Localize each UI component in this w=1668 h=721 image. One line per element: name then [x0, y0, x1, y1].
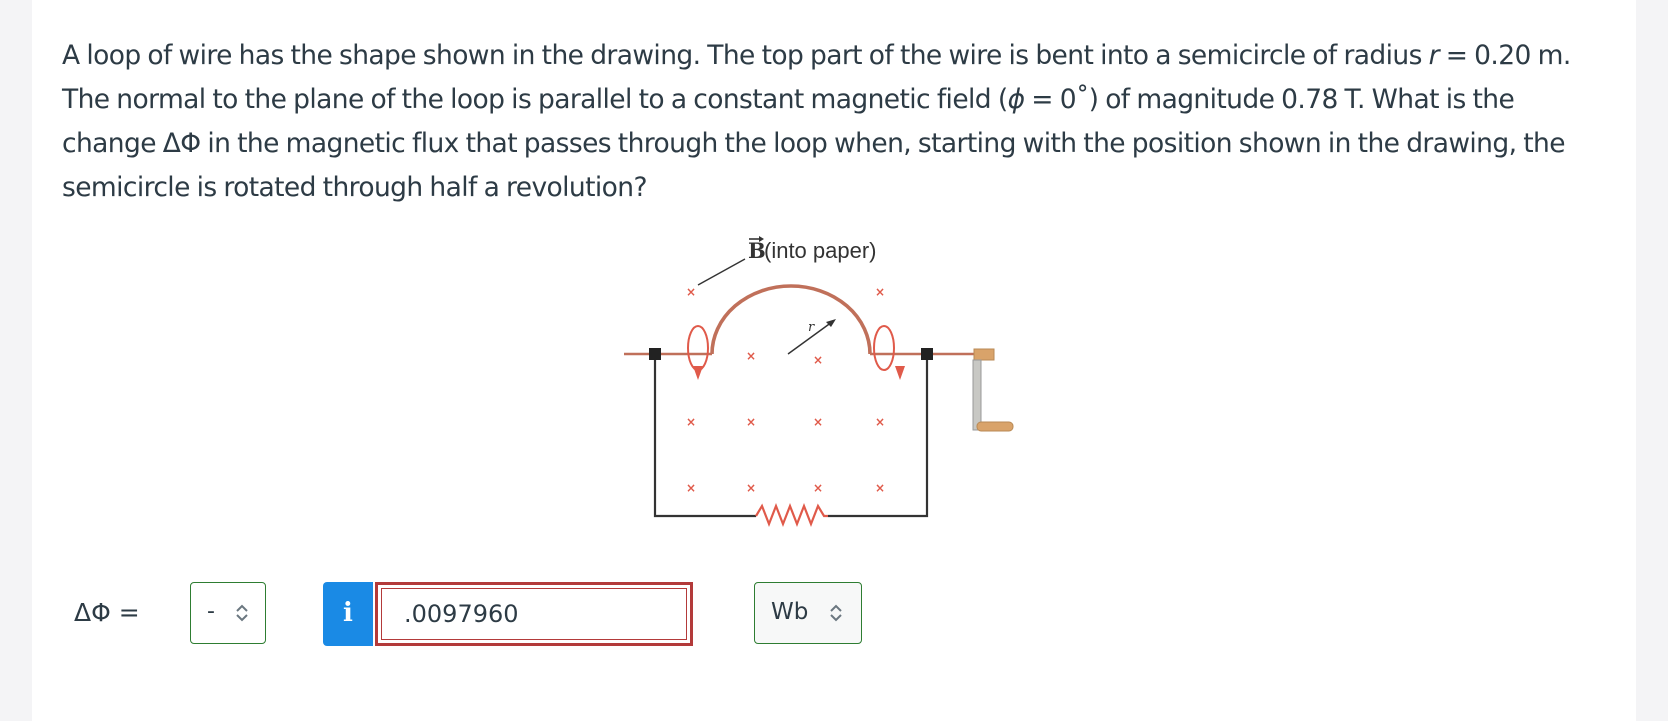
phi-symbol: ϕ [1007, 84, 1025, 115]
chevron-up-down-icon [830, 604, 842, 622]
rotation-arrow-right-icon [873, 325, 895, 371]
loop-diagram-figure: B (into paper) r × × [624, 236, 1014, 528]
field-x-marker: × [813, 415, 823, 429]
crank-arm-icon [972, 359, 982, 431]
question-text-part-3: = 0˚) of magnitude 0.78 T. What is the c… [62, 84, 1566, 203]
delta-phi-label: ΔΦ = [74, 598, 140, 627]
radius-arrow [787, 321, 833, 355]
question-text: A loop of wire has the shape shown in th… [62, 34, 1592, 210]
field-x-marker: × [813, 353, 823, 367]
field-x-marker: × [813, 481, 823, 495]
b-field-label-suffix: (into paper) [764, 238, 877, 263]
radius-symbol: r [1428, 40, 1440, 71]
info-button[interactable]: i [323, 582, 373, 646]
chevron-up-down-icon [236, 604, 248, 622]
rotation-arrow-left-icon [687, 325, 709, 371]
field-x-marker: × [686, 481, 696, 495]
radius-arrowhead-icon [826, 319, 836, 327]
unit-select-value: Wb [771, 599, 809, 625]
sign-select[interactable]: - [190, 582, 266, 644]
answer-input[interactable]: .0097960 [375, 582, 693, 646]
field-x-marker: × [875, 481, 885, 495]
rotation-arrowhead-left-icon [693, 366, 703, 380]
bottom-wire-loop [653, 354, 756, 518]
rotation-arrowhead-right-icon [895, 366, 905, 380]
field-x-marker: × [875, 415, 885, 429]
crank-hub [973, 348, 995, 361]
field-x-marker: × [746, 481, 756, 495]
right-pivot-block [921, 348, 933, 360]
answer-row: ΔΦ = - i .0097960 Wb [32, 582, 1636, 648]
unit-select[interactable]: Wb [754, 582, 862, 644]
resistor-icon [755, 502, 828, 528]
field-x-marker: × [686, 285, 696, 299]
field-x-marker: × [746, 349, 756, 363]
label-leader-line [697, 258, 746, 286]
bottom-wire-loop-right [828, 354, 929, 518]
field-x-marker: × [875, 285, 885, 299]
b-field-label: B [748, 238, 766, 263]
field-x-marker: × [746, 415, 756, 429]
left-pivot-block [649, 348, 661, 360]
semicircle-wire [710, 284, 872, 355]
question-card: A loop of wire has the shape shown in th… [32, 0, 1636, 721]
radius-label: r [808, 320, 815, 335]
question-text-part-1: A loop of wire has the shape shown in th… [62, 40, 1429, 71]
sign-select-value: - [207, 599, 215, 624]
field-x-marker: × [686, 415, 696, 429]
crank-handle-icon [976, 421, 1014, 432]
question-text-part-2: = 0.20 m. The normal to the plane of the… [62, 40, 1571, 115]
b-vector-arrowhead-icon [759, 236, 764, 242]
